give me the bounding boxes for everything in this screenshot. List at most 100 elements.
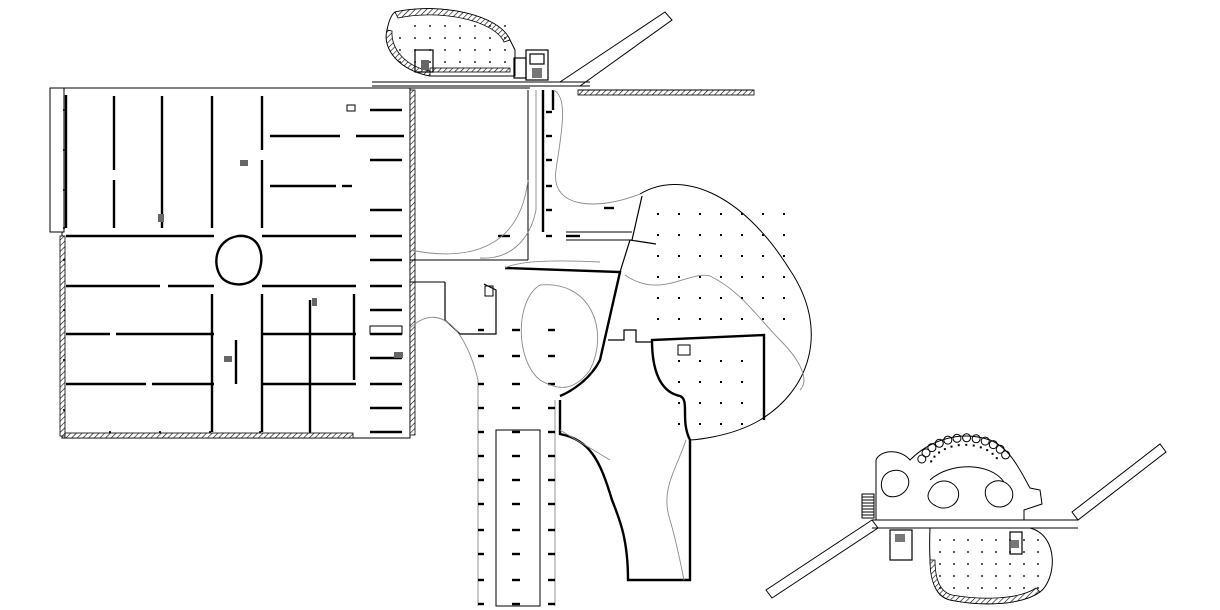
hall-column	[678, 402, 680, 404]
pavilion-column	[429, 61, 431, 63]
secondary-column	[1009, 563, 1011, 565]
service-box	[484, 285, 494, 297]
hall-column	[678, 360, 680, 362]
parking-hatched-wall-right	[409, 89, 416, 436]
pavilion-wall-bottom	[429, 67, 511, 73]
secondary-stair-treads	[862, 496, 874, 516]
scallop-column	[965, 443, 968, 446]
secondary-column	[967, 587, 969, 589]
hall-column	[678, 255, 680, 257]
parking-column	[209, 431, 211, 433]
hall-column	[699, 360, 701, 362]
hall-column	[762, 234, 764, 236]
secondary-core-right	[1009, 531, 1023, 555]
hall-path-entry	[504, 260, 601, 269]
central-stall-marks	[498, 110, 614, 238]
road-curve-1	[552, 89, 641, 205]
secondary-column	[1009, 539, 1011, 541]
central-service-area	[409, 89, 755, 335]
secondary-inner-arc	[929, 466, 1005, 483]
scallop-column	[943, 448, 946, 451]
secondary-hall-outline	[875, 435, 1043, 521]
secondary-column	[953, 587, 955, 589]
parking-hatched-wall-left	[59, 235, 66, 437]
secondary-column	[953, 551, 955, 553]
hall-column	[657, 213, 659, 215]
hall-column	[657, 276, 659, 278]
hall-column	[741, 360, 743, 362]
scallop-column	[957, 444, 960, 447]
scallop	[971, 434, 981, 444]
scallop	[952, 433, 962, 443]
secondary-column	[1023, 575, 1025, 577]
hall-column	[741, 423, 743, 425]
scallop	[980, 436, 990, 446]
hall-column	[678, 297, 680, 299]
parking-outline	[49, 87, 530, 439]
parking-stall-walls	[64, 95, 404, 434]
secondary-core-mark	[895, 534, 905, 542]
hall-column	[741, 255, 743, 257]
secondary-column	[1037, 575, 1039, 577]
pavilion-column	[474, 49, 476, 51]
hall-column	[678, 276, 680, 278]
hall-column	[762, 276, 764, 278]
parking-column	[63, 149, 65, 151]
secondary-column	[1023, 551, 1025, 553]
hall-column	[741, 402, 743, 404]
hall-column	[741, 381, 743, 383]
hall-inner-loop	[520, 284, 599, 388]
hall-column	[720, 276, 722, 278]
hall-corridor	[566, 231, 632, 241]
parking-column	[109, 431, 111, 433]
hall-column	[720, 402, 722, 404]
hall-organic-curve	[624, 274, 805, 391]
pavilion-column	[489, 37, 491, 39]
secondary-ramp-right	[1071, 443, 1167, 521]
parking-mark-1	[240, 160, 248, 166]
secondary-column	[939, 575, 941, 577]
hall-column	[783, 276, 785, 278]
parking-mark-4	[224, 356, 232, 362]
pavilion-stair-inner	[529, 53, 545, 65]
pavilion-column	[414, 25, 416, 27]
hall-diagonal-wall	[619, 195, 657, 273]
pavilion-column	[444, 49, 446, 51]
pavilion-column	[489, 49, 491, 51]
hall-column	[720, 255, 722, 257]
left-parking-grid	[49, 87, 530, 439]
pavilion-column	[504, 37, 506, 39]
secondary-column	[981, 539, 983, 541]
pavilion-link-box	[513, 57, 527, 79]
hall-column	[720, 423, 722, 425]
pavilion-column-grid	[399, 25, 506, 63]
pavilion-ramp	[559, 11, 673, 87]
pavilion-column	[489, 61, 491, 63]
pavilion-column	[414, 49, 416, 51]
hall-column	[699, 402, 701, 404]
strip-center-island	[495, 429, 541, 607]
pavilion-column	[444, 25, 446, 27]
hall-column	[678, 234, 680, 236]
scallop	[995, 444, 1005, 454]
secondary-column	[939, 539, 941, 541]
pavilion-hatched-edge	[394, 8, 511, 43]
pavilion-column	[399, 49, 401, 51]
secondary-plan	[765, 433, 1167, 605]
secondary-column	[953, 575, 955, 577]
hall-column	[720, 234, 722, 236]
scallop	[917, 454, 927, 464]
hall-column	[720, 318, 722, 320]
service-curve	[409, 179, 529, 255]
hall-column	[762, 297, 764, 299]
pavilion-column	[474, 61, 476, 63]
scallop	[962, 433, 972, 443]
secondary-lower-hatch	[929, 559, 1041, 605]
pavilion-column	[504, 25, 506, 27]
hall-column	[657, 234, 659, 236]
pavilion-column	[474, 37, 476, 39]
pavilion-bridge	[372, 81, 590, 87]
service-column-line	[541, 90, 555, 232]
secondary-column	[967, 575, 969, 577]
secondary-column	[981, 587, 983, 589]
